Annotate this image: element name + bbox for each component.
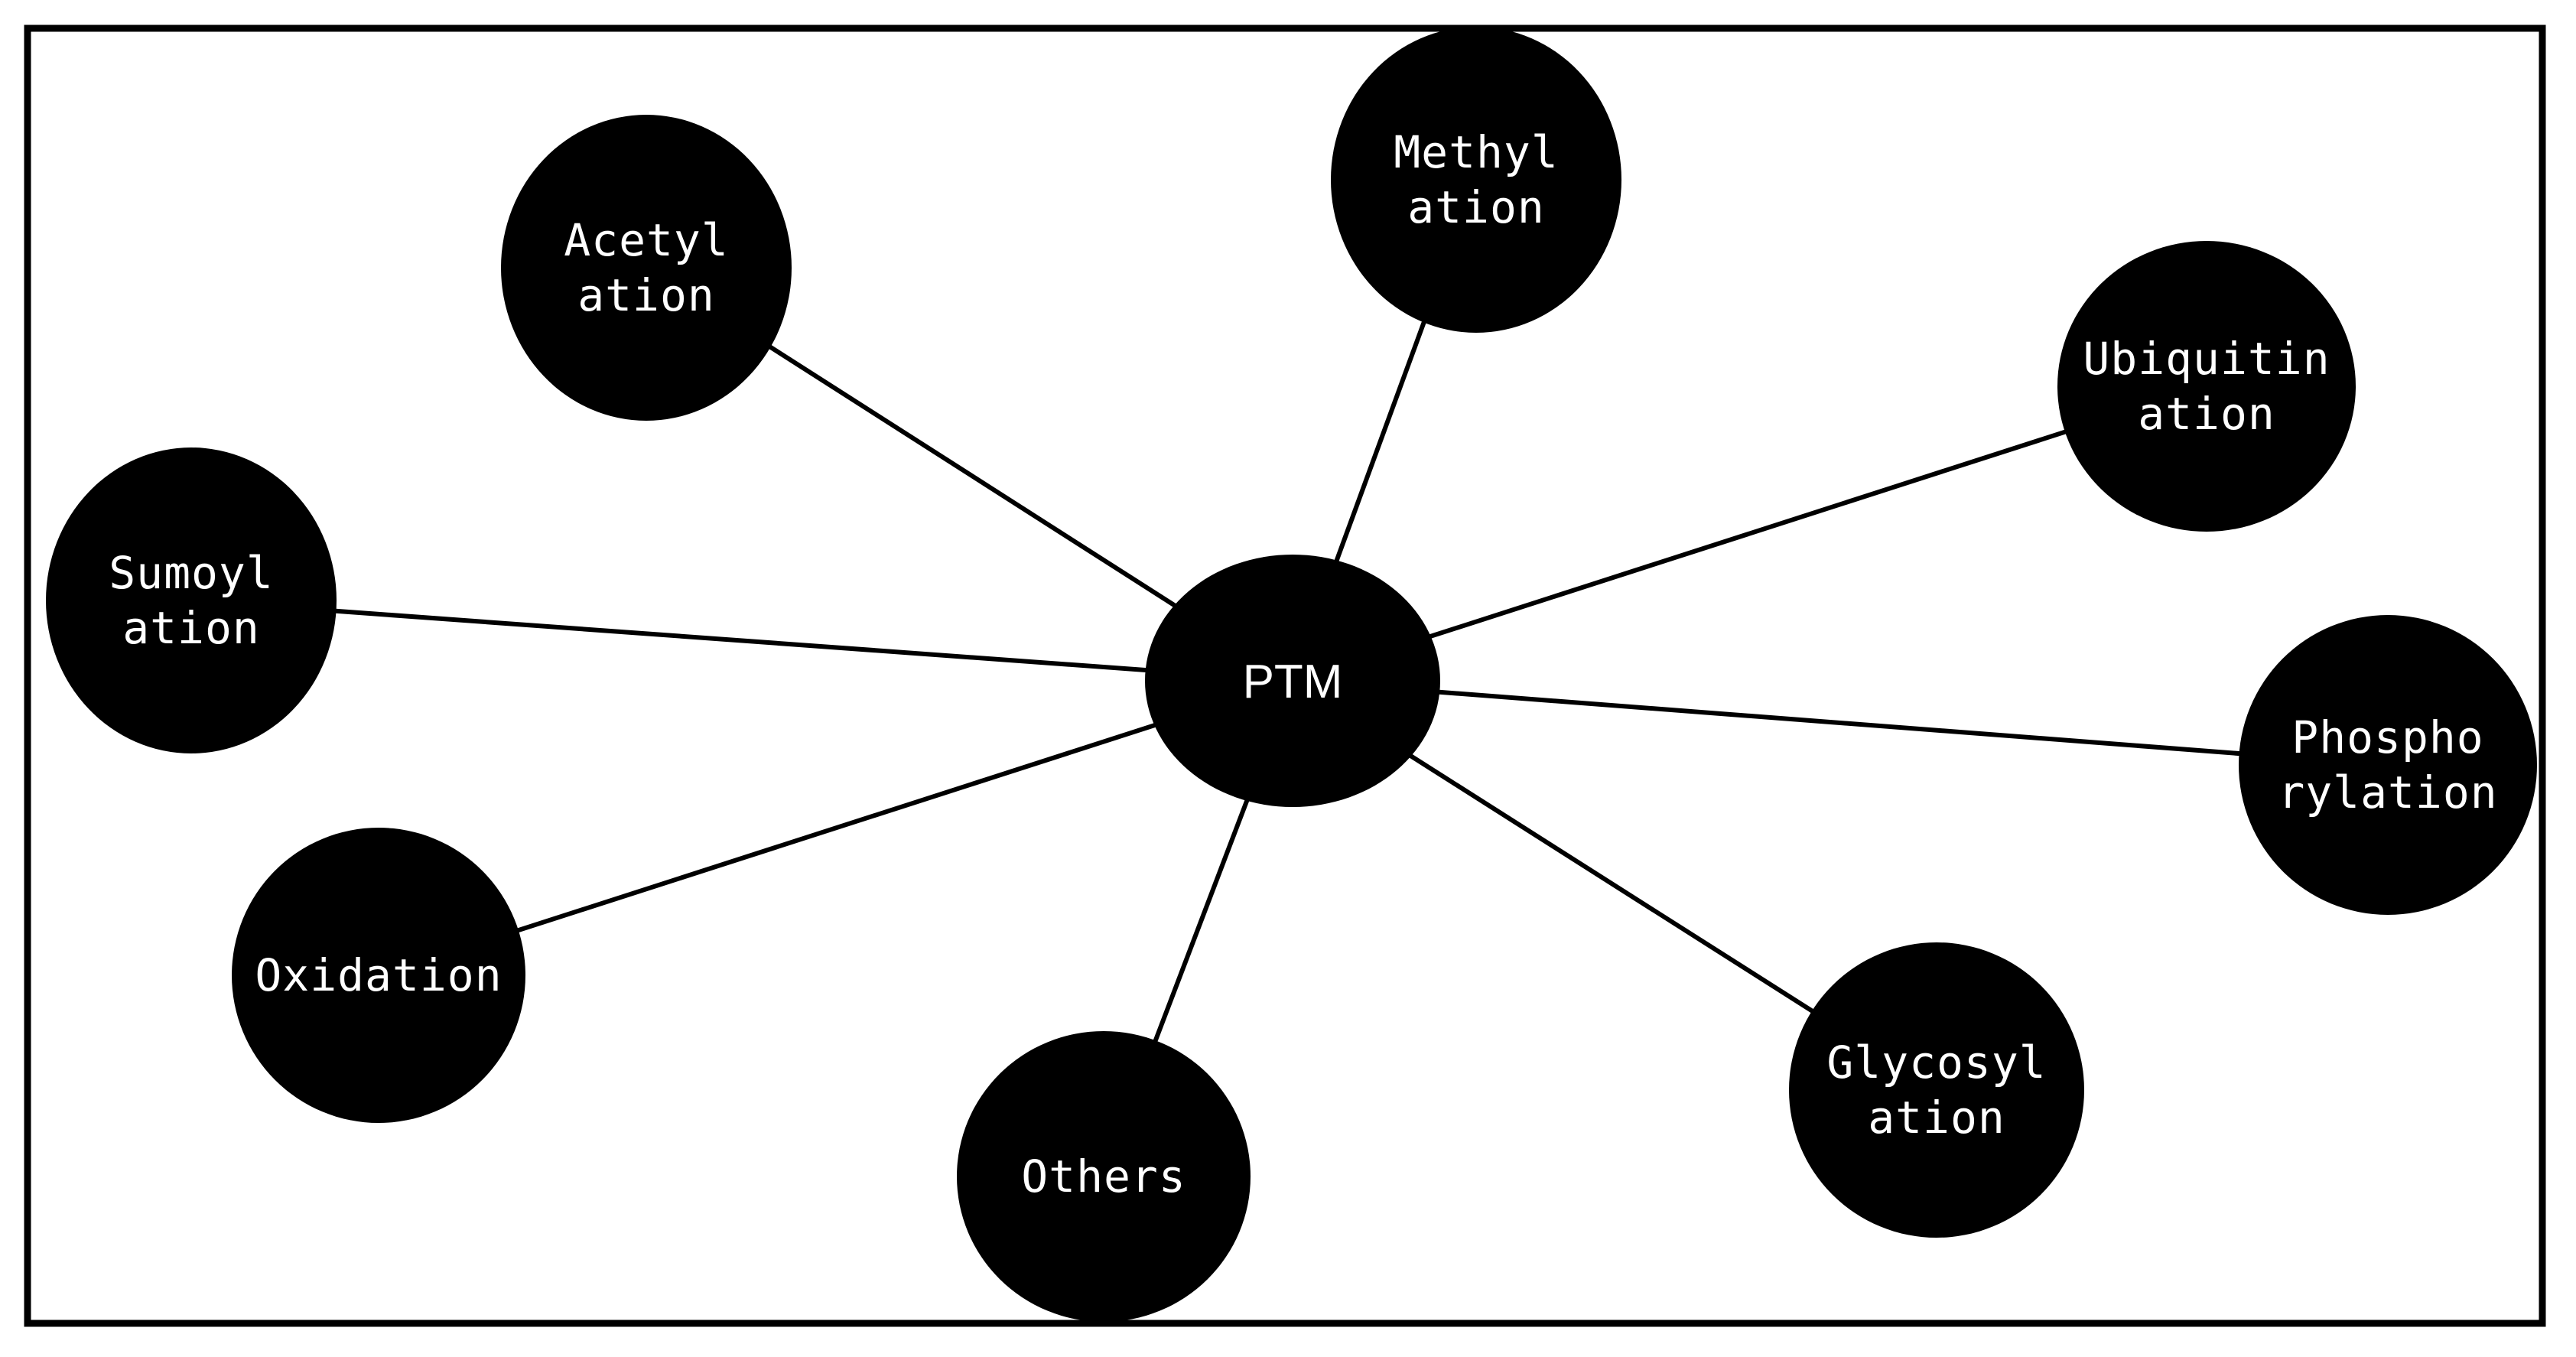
node-label-acetylation-line2: ation [577, 269, 715, 321]
node-label-acetylation-line1: Acetyl [564, 214, 729, 266]
node-circle-ptm[interactable] [1145, 555, 1440, 807]
nodes-layer: PTMAcetylationMethylationUbiquitinationS… [46, 27, 2537, 1322]
node-label-others: Others [1021, 1150, 1186, 1202]
edge-ptm-to-oxidation [378, 678, 1293, 978]
node-circle-oxidation[interactable] [232, 828, 525, 1123]
node-label-sumoylation-line2: ation [122, 602, 260, 654]
node-label-glycosylation-line1: Glycosyl [1826, 1036, 2046, 1089]
node-label-methylation-line2: ation [1407, 181, 1545, 233]
node-circle-glycosylation[interactable] [1789, 942, 2084, 1238]
node-label-phosphorylation-line2: rylation [2278, 766, 2497, 818]
node-label-sumoylation-line1: Sumoyl [109, 547, 274, 599]
node-circle-others[interactable] [957, 1031, 1251, 1322]
diagram-border-frame [24, 24, 2546, 1327]
node-others[interactable]: Others [957, 1031, 1251, 1322]
node-circle-acetylation[interactable] [501, 115, 792, 421]
node-circle-phosphorylation[interactable] [2239, 615, 2537, 915]
node-oxidation[interactable]: Oxidation [232, 828, 525, 1123]
node-circle-ubiquitination[interactable] [2057, 241, 2356, 532]
edge-ptm-to-phosphorylation [1292, 678, 2389, 767]
node-label-ubiquitination-line2: ation [2138, 388, 2275, 440]
edge-ptm-to-sumoylation [190, 598, 1293, 683]
node-label-oxidation: Oxidation [255, 949, 502, 1001]
node-label-ptm: PTM [1243, 656, 1343, 708]
node-label-phosphorylation-line1: Phospho [2291, 711, 2483, 763]
edge-ptm-to-ubiquitination [1292, 384, 2207, 683]
node-circle-sumoylation[interactable] [46, 447, 337, 753]
node-label-methylation-line1: Methyl [1394, 126, 1559, 178]
node-ptm[interactable]: PTM [1145, 555, 1440, 807]
node-label-ubiquitination-line1: Ubiquitin [2083, 333, 2330, 385]
node-circle-methylation[interactable] [1331, 27, 1621, 333]
node-label-glycosylation-line2: ation [1868, 1092, 2005, 1144]
